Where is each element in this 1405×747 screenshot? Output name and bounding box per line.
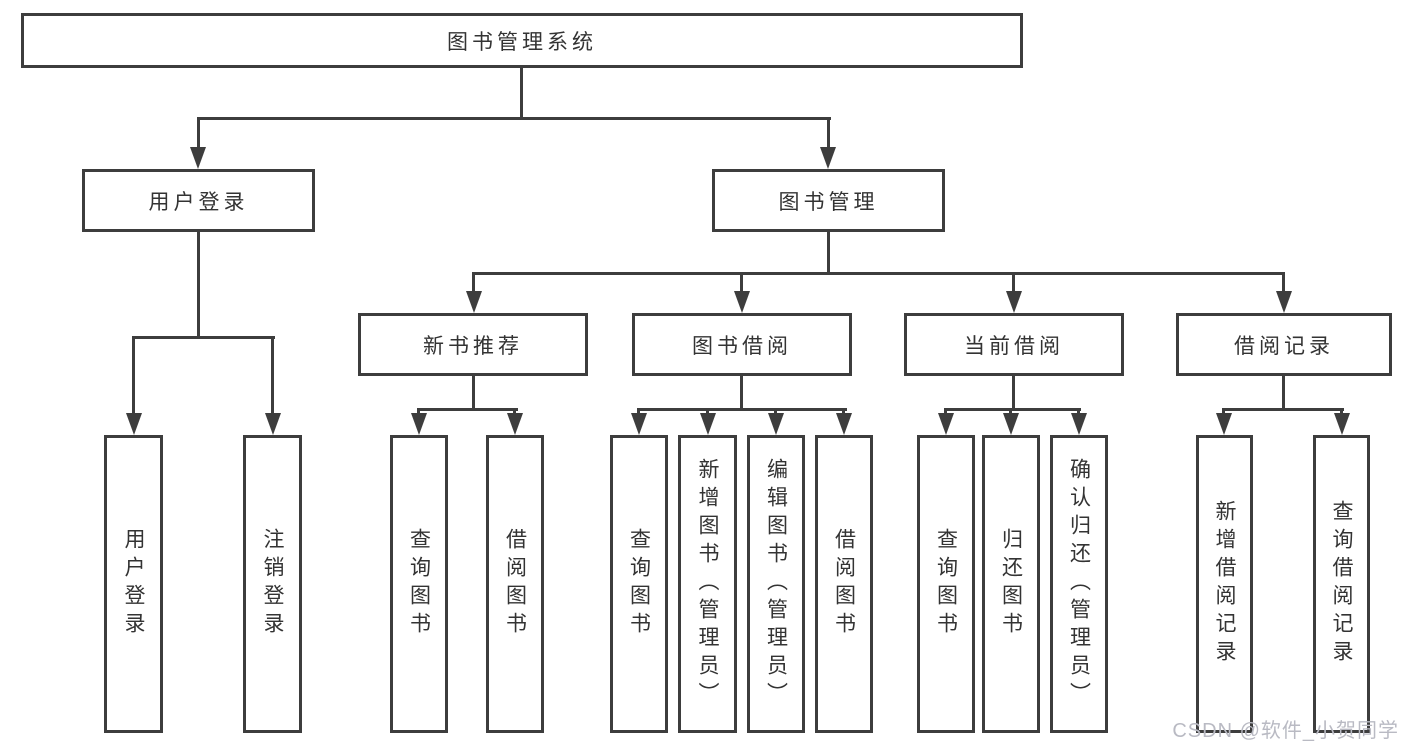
leaf-cb-confirm-return-label: 确认归还（管理员） (1067, 458, 1091, 710)
node-new-books-label: 新书推荐 (423, 334, 523, 358)
node-user-login-label: 用户登录 (148, 190, 249, 214)
arrow-to-br-add (1216, 413, 1232, 435)
arrow-to-nb-borrow (507, 413, 523, 435)
connector-drop-leaf-user-login (132, 336, 135, 416)
leaf-bb-borrow-book: 借阅图书 (815, 435, 873, 733)
connector-current-borrow-rail (944, 408, 1081, 411)
connector-user-login-stem (197, 232, 200, 339)
arrow-to-leaf-user-login (126, 413, 142, 435)
arrow-to-borrow-records (1276, 291, 1292, 313)
leaf-nb-borrow-book: 借阅图书 (486, 435, 544, 733)
arrow-to-leaf-logout (265, 413, 281, 435)
leaf-logout: 注销登录 (243, 435, 302, 733)
connector-drop-new-books (472, 272, 475, 294)
connector-drop-br-query (1340, 408, 1343, 417)
arrow-to-cb-confirm (1071, 413, 1087, 435)
connector-drop-bb-add (706, 408, 709, 417)
connector-drop-bb-borrow (842, 408, 845, 417)
node-root: 图书管理系统 (21, 13, 1023, 68)
arrow-to-current-borrow (1006, 291, 1022, 313)
leaf-br-query-record: 查询借阅记录 (1313, 435, 1370, 733)
leaf-br-add-record-label: 新增借阅记录 (1213, 500, 1236, 668)
connector-drop-bb-query (637, 408, 640, 417)
arrow-to-cb-return (1003, 413, 1019, 435)
arrow-to-new-books (466, 291, 482, 313)
arrow-to-book-mgmt (820, 147, 836, 169)
leaf-bb-query-book: 查询图书 (610, 435, 668, 733)
leaf-bb-edit-book: 编辑图书（管理员） (747, 435, 805, 733)
connector-drop-bb-edit (774, 408, 777, 417)
leaf-user-login-label: 用户登录 (122, 528, 145, 640)
leaf-br-add-record: 新增借阅记录 (1196, 435, 1253, 733)
arrow-to-user-login (190, 147, 206, 169)
node-borrow-records-label: 借阅记录 (1234, 334, 1334, 358)
leaf-user-login: 用户登录 (104, 435, 163, 733)
leaf-bb-query-book-label: 查询图书 (627, 528, 651, 640)
leaf-bb-add-book: 新增图书（管理员） (678, 435, 737, 733)
connector-current-borrow-stem (1012, 376, 1015, 411)
connector-root-stem (520, 68, 523, 120)
leaf-cb-confirm-return: 确认归还（管理员） (1050, 435, 1108, 733)
leaf-bb-add-book-label: 新增图书（管理员） (696, 458, 719, 710)
leaf-br-query-record-label: 查询借阅记录 (1330, 500, 1353, 668)
connector-book-mgmt-stem (827, 232, 830, 275)
connector-borrow-records-rail (1222, 408, 1344, 411)
connector-drop-nb-query (417, 408, 420, 417)
leaf-cb-query-book-label: 查询图书 (934, 528, 958, 640)
connector-drop-book-mgmt (827, 117, 830, 149)
connector-drop-cb-confirm (1077, 408, 1080, 417)
arrow-to-bb-edit (768, 413, 784, 435)
node-user-login: 用户登录 (82, 169, 315, 232)
node-book-borrow-label: 图书借阅 (692, 334, 792, 358)
leaf-cb-return-book: 归还图书 (982, 435, 1040, 733)
connector-drop-user-login (197, 117, 200, 149)
leaf-bb-edit-book-label: 编辑图书（管理员） (764, 458, 788, 710)
node-current-borrow-label: 当前借阅 (964, 334, 1064, 358)
connector-root-rail (197, 117, 831, 120)
connector-drop-cb-return (1009, 408, 1012, 417)
connector-new-books-stem (472, 376, 475, 411)
node-book-mgmt: 图书管理 (712, 169, 945, 232)
connector-drop-leaf-logout (271, 336, 274, 416)
arrow-to-bb-query (631, 413, 647, 435)
csdn-watermark: CSDN @软件_小贺同学 (1172, 720, 1399, 742)
connector-drop-book-borrow (740, 272, 743, 294)
connector-book-borrow-rail (637, 408, 847, 411)
leaf-cb-query-book: 查询图书 (917, 435, 975, 733)
connector-new-books-rail (417, 408, 518, 411)
node-current-borrow: 当前借阅 (904, 313, 1124, 376)
arrow-to-br-query (1334, 413, 1350, 435)
arrow-to-book-borrow (734, 291, 750, 313)
node-root-label: 图书管理系统 (447, 30, 597, 54)
connector-drop-cb-query (944, 408, 947, 417)
connector-drop-br-add (1222, 408, 1225, 417)
leaf-bb-borrow-book-label: 借阅图书 (832, 528, 856, 640)
connector-drop-nb-borrow (513, 408, 516, 417)
node-new-books: 新书推荐 (358, 313, 588, 376)
node-borrow-records: 借阅记录 (1176, 313, 1392, 376)
connector-user-login-rail (132, 336, 275, 339)
arrow-to-nb-query (411, 413, 427, 435)
leaf-logout-label: 注销登录 (261, 528, 284, 640)
arrow-to-bb-add (700, 413, 716, 435)
connector-borrow-records-stem (1282, 376, 1285, 411)
arrow-to-bb-borrow (836, 413, 852, 435)
arrow-to-cb-query (938, 413, 954, 435)
leaf-nb-query-book: 查询图书 (390, 435, 448, 733)
node-book-mgmt-label: 图书管理 (778, 190, 879, 214)
leaf-cb-return-book-label: 归还图书 (999, 528, 1023, 640)
connector-drop-current-borrow (1012, 272, 1015, 294)
connector-book-borrow-stem (740, 376, 743, 411)
leaf-nb-borrow-book-label: 借阅图书 (503, 528, 527, 640)
connector-book-mgmt-rail (472, 272, 1285, 275)
node-book-borrow: 图书借阅 (632, 313, 852, 376)
connector-drop-borrow-records (1282, 272, 1285, 294)
leaf-nb-query-book-label: 查询图书 (407, 528, 431, 640)
